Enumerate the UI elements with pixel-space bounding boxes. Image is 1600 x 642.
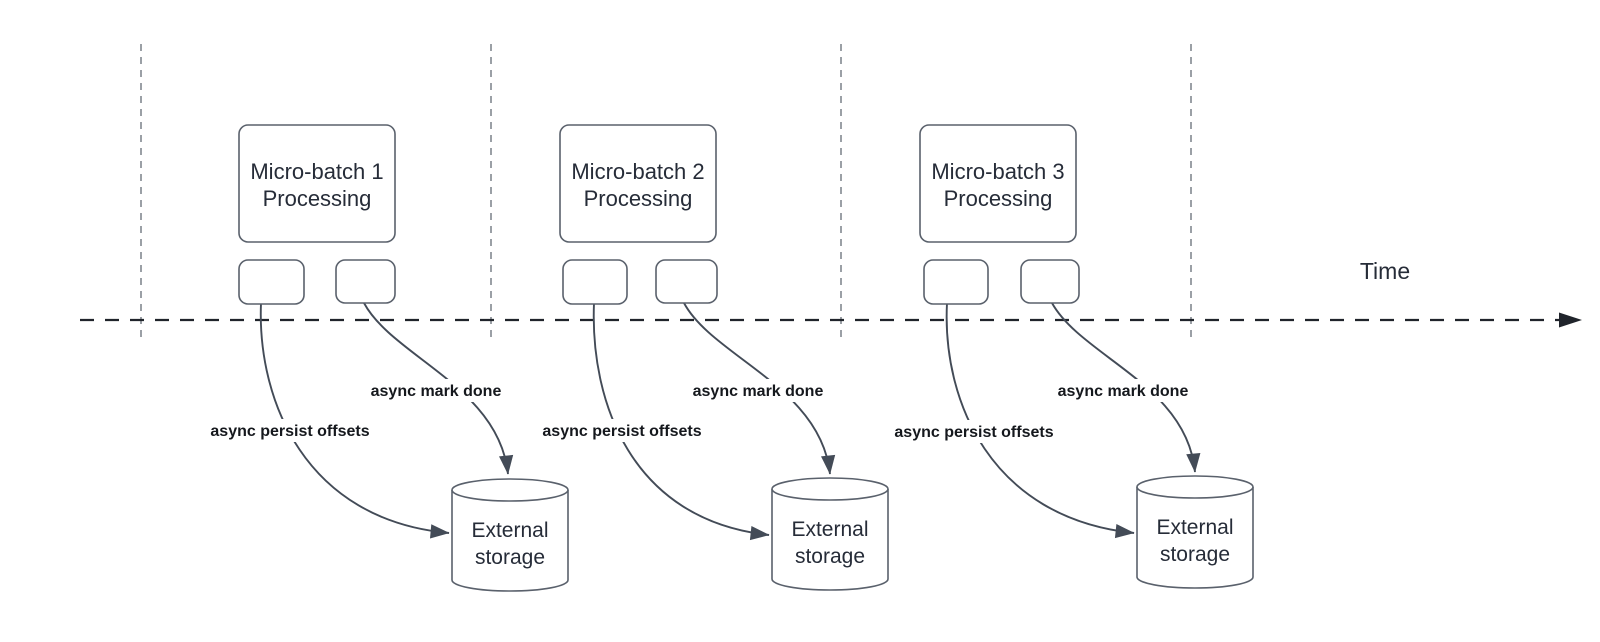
offset-task-box (923, 259, 989, 305)
edge-label-bg (684, 379, 832, 402)
persist-offsets-label: async persist offsets (542, 423, 701, 440)
mark-done-arrow (683, 302, 836, 475)
external-storage-cylinder-body (451, 490, 569, 592)
external-storage-label-line2: storage (795, 545, 865, 568)
edge-label-bg (536, 419, 708, 442)
offset-task-box (562, 259, 628, 305)
edge-label-bg (204, 419, 376, 442)
interval-dividers (140, 44, 1192, 337)
persist-offsets-arrow (259, 302, 450, 539)
micro-batch-group-1: Micro-batch 1 Processing External storag… (204, 124, 569, 592)
commit-task-box (655, 259, 718, 304)
external-storage-label-line1: External (791, 518, 868, 541)
batch-processing-label-line1: Micro-batch 3 (931, 159, 1064, 184)
time-axis-arrowhead-icon (1559, 312, 1582, 328)
offset-task-box (238, 259, 305, 305)
batch-processing-box (559, 124, 717, 243)
batch-processing-box (919, 124, 1077, 243)
external-storage-label-line2: storage (475, 546, 545, 569)
persist-offsets-label: async persist offsets (894, 424, 1053, 441)
mark-done-label: async mark done (1058, 383, 1189, 400)
external-storage-cylinder-top (771, 477, 889, 501)
edge-label-bg (1049, 379, 1197, 402)
external-storage-cylinder-top (1136, 475, 1254, 499)
time-axis: Time (80, 258, 1582, 328)
batch-processing-label-line2: Processing (944, 186, 1053, 211)
time-axis-label: Time (1360, 258, 1410, 284)
external-storage-cylinder-body (1136, 487, 1254, 589)
external-storage-cylinder-body (771, 489, 889, 591)
external-storage-label-line1: External (1156, 516, 1233, 539)
mark-done-arrow (1051, 302, 1201, 473)
micro-batch-group-2: Micro-batch 2 Processing External storag… (536, 124, 889, 591)
commit-task-box (1020, 259, 1080, 304)
edge-label-bg (362, 379, 510, 402)
persist-offsets-label: async persist offsets (210, 423, 369, 440)
batch-processing-box (238, 124, 396, 243)
mark-done-label: async mark done (371, 383, 502, 400)
edge-label-bg (888, 420, 1060, 443)
mark-done-arrow (363, 302, 514, 475)
batch-processing-label-line2: Processing (584, 186, 693, 211)
external-storage-cylinder-top (451, 478, 569, 502)
batch-processing-label-line1: Micro-batch 2 (571, 159, 704, 184)
batch-processing-label-line2: Processing (263, 186, 372, 211)
persist-offsets-arrow (592, 302, 770, 541)
micro-batch-group-3: Micro-batch 3 Processing External storag… (888, 124, 1254, 589)
commit-task-box (335, 259, 396, 304)
persist-offsets-arrow (945, 302, 1135, 539)
external-storage-label-line1: External (471, 519, 548, 542)
mark-done-label: async mark done (693, 383, 824, 400)
batch-processing-label-line1: Micro-batch 1 (250, 159, 383, 184)
external-storage-label-line2: storage (1160, 543, 1230, 566)
